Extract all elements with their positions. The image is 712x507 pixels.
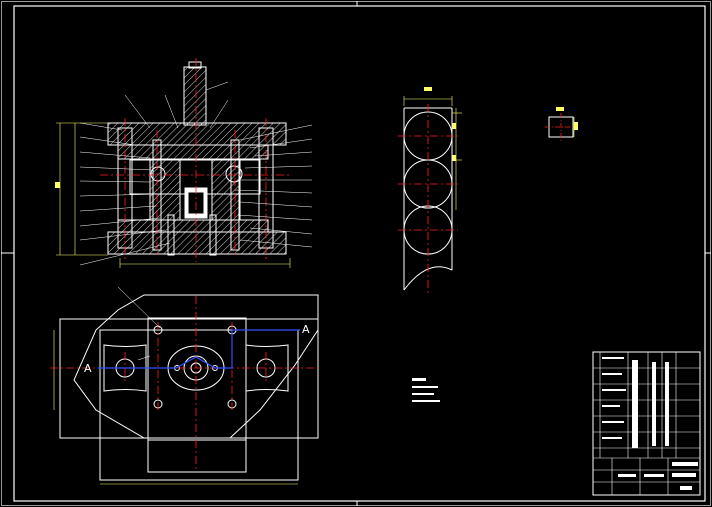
die-core-left [149, 159, 181, 221]
workpiece-left [150, 166, 166, 182]
title-block [592, 351, 701, 496]
top-view-outlines [59, 294, 319, 481]
front-section-view [55, 58, 313, 268]
section-marker-right: A [302, 323, 310, 336]
top-view-dimensions [53, 330, 298, 485]
top-plan-view: A A [50, 286, 322, 485]
part-leaders-left [79, 81, 229, 266]
part-leaders-right [234, 124, 313, 248]
overall-dimensions [55, 122, 291, 268]
punch-holder-plate [117, 144, 269, 160]
ball-3 [403, 205, 453, 255]
section-marker-left: A [84, 362, 92, 375]
section-cut-line [98, 329, 300, 369]
workpiece-right [225, 165, 243, 183]
front-centerlines [100, 58, 292, 262]
lower-base-plate [107, 231, 287, 255]
ball-detail-view [545, 107, 578, 141]
technical-notes [412, 378, 440, 402]
lower-die-plate [117, 219, 269, 233]
part-detail-view [398, 87, 462, 296]
punch-shank [183, 61, 207, 126]
